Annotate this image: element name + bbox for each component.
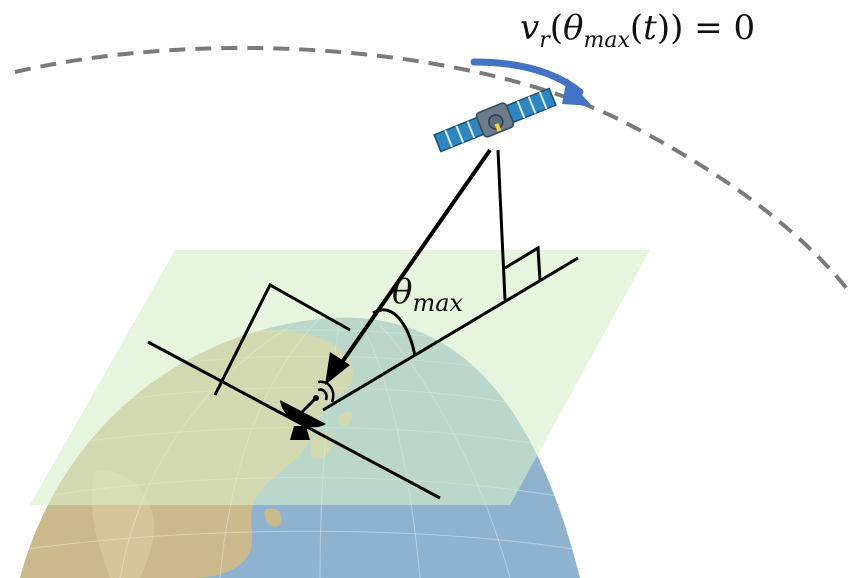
velocity-symbol: v: [520, 8, 540, 48]
angle-label-symbol: θ: [392, 272, 413, 312]
tangent-plane: [30, 250, 650, 505]
line-of-sight-arrowhead: [325, 352, 350, 385]
equation-rhs: = 0: [694, 8, 756, 48]
equation-angle-symbol: θ: [563, 8, 584, 48]
max-elevation-angle-label: θmax: [392, 272, 463, 317]
satellite-orbit: [14, 45, 850, 292]
horizon-line-forward: [322, 256, 579, 412]
velocity-subscript: r: [539, 28, 550, 53]
local-vertical-bracket: [213, 282, 351, 396]
elevation-angle-arc: [372, 308, 417, 357]
equation-angle-subscript: max: [583, 28, 630, 53]
line-of-sight: [336, 148, 492, 370]
ground-station-dish-icon: [280, 380, 335, 440]
right-angle-marker: [504, 245, 542, 281]
satellite-icon: [433, 87, 557, 153]
angle-label-subscript: max: [412, 289, 464, 317]
nadir-line: [496, 149, 507, 301]
motion-arrow-head: [562, 78, 592, 106]
radial-velocity-equation: vr(θmax(t)) = 0: [520, 8, 756, 53]
time-symbol: t: [643, 8, 657, 48]
island-landmass: [264, 508, 282, 527]
